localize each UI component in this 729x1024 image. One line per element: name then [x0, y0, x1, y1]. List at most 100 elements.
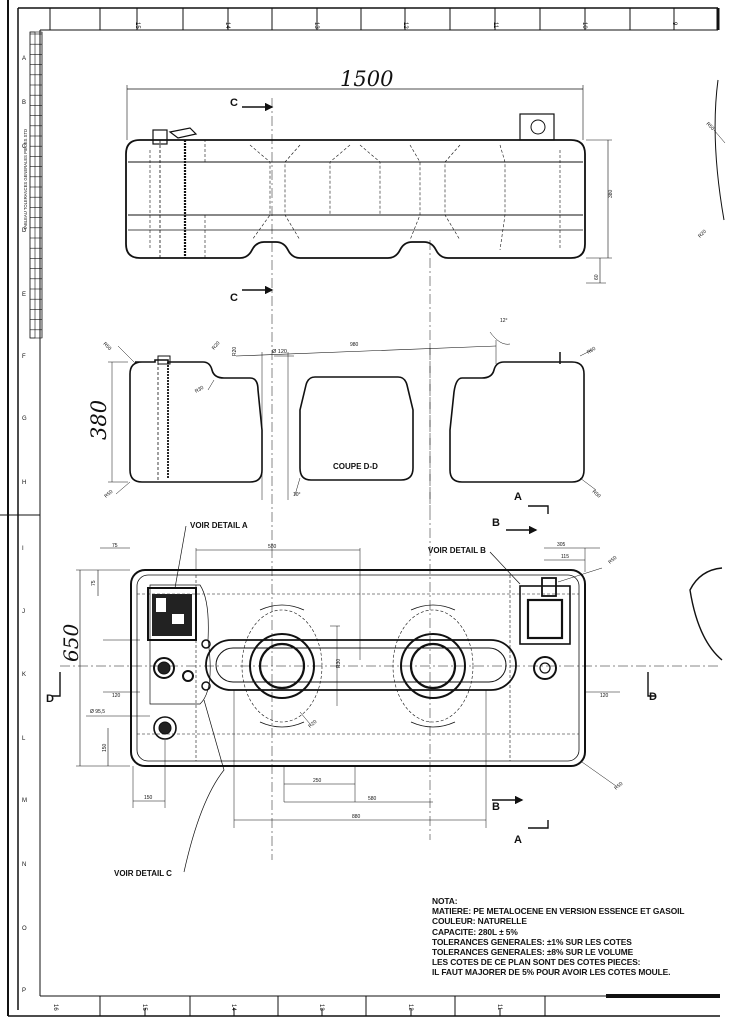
top-view-height-dim: 380	[608, 189, 614, 198]
section-c-label-bottom: C	[230, 292, 238, 304]
dim-115: 115	[561, 554, 569, 560]
plan-view-width-handwritten: 650	[59, 624, 83, 662]
section-view-radius-1: R20	[211, 340, 222, 351]
top-view-radius-dim-2: R20	[697, 229, 708, 240]
dim-120-right: 120	[600, 693, 609, 699]
bottom-scale-label: 11	[496, 1004, 502, 1011]
section-c-markers	[242, 102, 274, 295]
row-letter: P	[22, 988, 26, 994]
nota-line: TOLERANCES GENERALES: ±8% SUR LE VOLUME	[432, 947, 634, 958]
section-view-title: COUPE D-D	[333, 462, 378, 471]
section-view-radius-6: R50	[103, 489, 114, 500]
bottom-scale-label: 14	[230, 1004, 236, 1011]
top-scale-label: 15	[134, 22, 140, 29]
bottom-scale-label: 12	[407, 1004, 413, 1011]
section-view-radius-3: R50	[102, 341, 113, 352]
top-scale-label: 12	[402, 22, 408, 29]
section-c-label-top: C	[230, 97, 238, 109]
section-view-radius-2: R30	[194, 385, 205, 395]
dim-150-bottom: 150	[144, 795, 153, 801]
nota-title: NOTA:	[432, 896, 458, 906]
section-view-small-dim: R20	[232, 347, 238, 356]
dim-580-bottom: 580	[368, 796, 377, 802]
overall-length-dimension: 1500	[340, 67, 393, 91]
top-view-radius-dim: R50	[705, 121, 716, 132]
dim-250: 250	[313, 778, 322, 784]
top-view	[125, 85, 612, 860]
nota-line: IL FAUT MAJORER DE 5% POUR AVOIR LES COT…	[432, 967, 671, 978]
section-a-label-top: A	[514, 491, 522, 503]
dim-radius-50-right: R50	[613, 781, 624, 792]
section-view-radius-4: R50	[586, 346, 597, 356]
dim-radius-50-top: R50	[607, 555, 618, 566]
dim-880: 880	[352, 814, 361, 820]
nota-notes: NOTA: MATIERE: PE METALOCENE EN VERSION …	[432, 896, 722, 978]
top-scale-label: 9	[671, 22, 677, 26]
dim-radius-20: R20	[307, 719, 318, 730]
row-letter: L	[22, 736, 26, 742]
row-letter: O	[22, 926, 27, 932]
top-view-small-dim: 60	[594, 274, 600, 280]
plan-view	[60, 525, 723, 873]
row-letter: K	[22, 672, 26, 678]
row-letter: I	[22, 546, 24, 552]
bottom-scale-label: 16	[52, 1004, 58, 1011]
section-view-radius-5: R50	[591, 489, 602, 500]
row-letter: A	[22, 56, 26, 62]
partial-side-view-curve	[714, 79, 725, 221]
row-letter: M	[22, 798, 27, 804]
section-view-angle-dim-1: 12°	[500, 318, 508, 324]
nota-line: CAPACITE: 280L ± 5%	[432, 926, 518, 937]
section-b-label-bottom: B	[492, 801, 500, 813]
dim-radius-30: R30	[336, 659, 342, 668]
bottom-scale-label: 13	[318, 1004, 324, 1011]
dim-580-top: 580	[268, 544, 277, 550]
tolerance-table-title: TABLEAU TOLERANCES GENERALES PIECES STD	[23, 129, 28, 230]
row-letter: G	[22, 416, 27, 422]
detail-c-callout: VOIR DETAIL C	[114, 869, 172, 878]
plan-view-dimensions: 75 75 580 305 115 120 120 Ø 95,5 150 150…	[90, 542, 624, 820]
section-view-diameter-dim: Ø 120	[272, 349, 287, 355]
top-scale-label: 11	[492, 22, 498, 29]
dim-150-side: 150	[102, 743, 108, 752]
row-letter: N	[22, 862, 26, 868]
section-view-angle-dim-2: 10°	[293, 492, 301, 498]
section-markers-plan	[52, 505, 656, 829]
section-d-label-right: D	[649, 691, 657, 703]
section-d-label-left: D	[46, 693, 54, 705]
detail-b-callout: VOIR DETAIL B	[428, 546, 486, 555]
nota-line: TOLERANCES GENERALES: ±1% SUR LES COTES	[432, 936, 632, 947]
dim-75-top: 75	[112, 543, 118, 549]
row-letters: A B C D E F G H I J K L M N O P	[22, 56, 27, 994]
detail-a-callout: VOIR DETAIL A	[190, 521, 248, 530]
tolerance-table	[29, 31, 43, 339]
section-view-height-handwritten: 380	[87, 400, 111, 440]
row-letter: H	[22, 480, 26, 486]
bottom-scale-label: 15	[141, 1004, 147, 1011]
section-a-label-bottom: A	[514, 834, 522, 846]
dim-120-left: 120	[112, 693, 121, 699]
row-letter: C	[22, 144, 27, 150]
row-letter: E	[22, 292, 26, 298]
row-letter: J	[22, 609, 25, 615]
section-view	[108, 331, 597, 510]
bottom-scale-labels: 16 15 14 13 12 11	[52, 1004, 502, 1011]
nota-line: LES COTES DE CE PLAN SONT DES COTES PIEC…	[432, 957, 641, 968]
top-scale-label: 14	[224, 22, 230, 29]
row-letter: F	[22, 354, 26, 360]
dim-diameter-95: Ø 95,5	[90, 709, 105, 715]
nota-line: COULEUR: NATURELLE	[432, 916, 527, 927]
top-scale	[49, 8, 675, 30]
top-scale-labels: 15 14 13 12 11 10 9	[134, 22, 677, 29]
dim-305: 305	[557, 542, 566, 548]
dim-75-side: 75	[91, 580, 97, 586]
section-view-width-dim: 980	[350, 342, 359, 348]
row-letter: B	[22, 100, 26, 106]
top-scale-label: 13	[313, 22, 319, 29]
bottom-scale	[99, 996, 546, 1016]
section-b-label-top: B	[492, 517, 500, 529]
top-scale-label: 10	[581, 22, 587, 29]
row-letter: D	[22, 228, 27, 234]
